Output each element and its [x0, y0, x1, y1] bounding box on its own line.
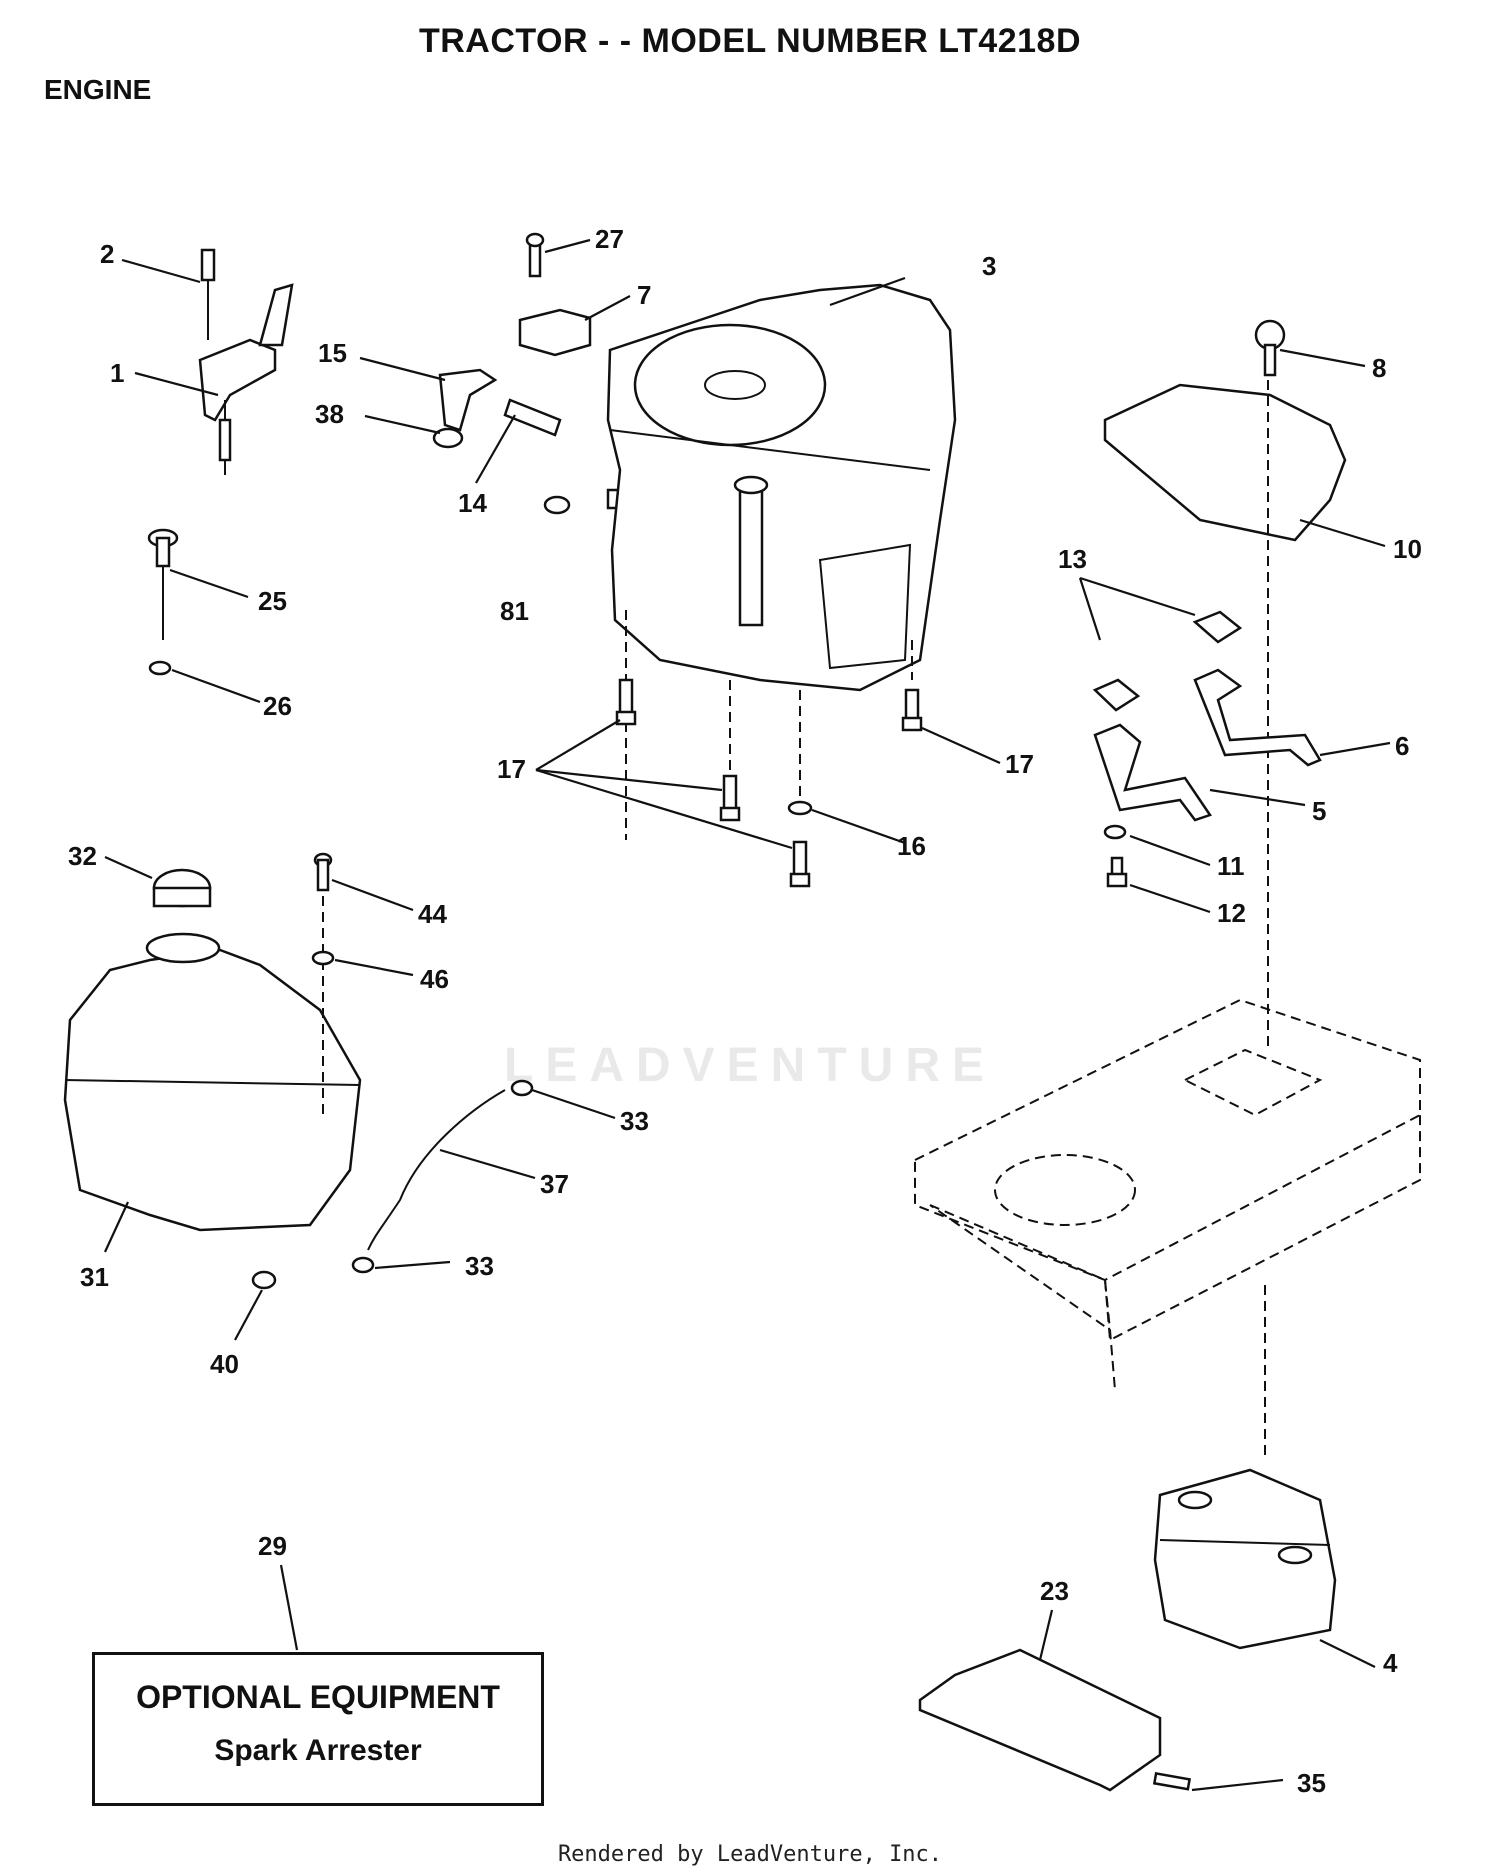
optional-equipment-item: Spark Arrester [214, 1734, 422, 1767]
callout-33-upper: 33 [620, 1106, 649, 1136]
callout-leaders [104, 238, 1391, 1792]
footer-credit: Rendered by LeadVenture, Inc. [557, 1842, 943, 1867]
optional-equipment-box: OPTIONAL EQUIPMENT Spark Arrester [92, 1652, 544, 1806]
muffler-part [1153, 1468, 1337, 1650]
callout-32: 32 [68, 841, 97, 871]
callout-27: 27 [595, 224, 624, 254]
callout-17-left: 17 [497, 754, 526, 784]
callout-17-right: 17 [1005, 749, 1034, 779]
callout-6: 6 [1395, 731, 1409, 761]
callout-2: 2 [100, 239, 114, 269]
callout-3: 3 [982, 251, 996, 281]
page-title: TRACTOR - - MODEL NUMBER LT4218D [418, 22, 1082, 60]
callout-26: 26 [263, 691, 292, 721]
callout-37: 37 [540, 1169, 569, 1199]
callout-14: 14 [458, 488, 487, 518]
fuel-line-part [251, 1079, 534, 1290]
choke-knob-part [147, 528, 179, 676]
callout-44: 44 [418, 899, 447, 929]
watermark: LEADVENTURE [503, 1039, 997, 1092]
callout-15: 15 [318, 338, 347, 368]
callout-labels: 2 1 3 4 5 6 7 8 10 11 12 13 14 15 16 17 … [68, 224, 1422, 1798]
callout-38: 38 [315, 399, 344, 429]
heat-shield-part [1103, 319, 1347, 542]
callout-23: 23 [1040, 1576, 1069, 1606]
callout-46: 46 [420, 964, 449, 994]
exhaust-pipes-part [1092, 610, 1322, 888]
callout-16: 16 [897, 831, 926, 861]
clamp-part [518, 232, 592, 357]
callout-25: 25 [258, 586, 287, 616]
optional-equipment-heading: OPTIONAL EQUIPMENT [136, 1679, 500, 1715]
callout-10: 10 [1393, 534, 1422, 564]
callout-81: 81 [500, 596, 529, 626]
callout-33-lower: 33 [465, 1251, 494, 1281]
muffler-shield-part [918, 1648, 1192, 1792]
callout-35: 35 [1297, 1768, 1326, 1798]
fuel-fittings-part [432, 368, 622, 515]
callout-12: 12 [1217, 898, 1246, 928]
callout-1: 1 [110, 358, 124, 388]
callout-29: 29 [258, 1531, 287, 1561]
section-title: ENGINE [44, 74, 152, 105]
callout-40: 40 [210, 1349, 239, 1379]
callout-4: 4 [1383, 1648, 1398, 1678]
callout-7: 7 [637, 280, 651, 310]
callout-5: 5 [1312, 796, 1326, 826]
callout-8: 8 [1372, 353, 1386, 383]
callout-13: 13 [1058, 544, 1087, 574]
callout-31: 31 [80, 1262, 109, 1292]
callout-11: 11 [1217, 851, 1245, 881]
fuel-tank-part [63, 868, 362, 1232]
chassis-frame-outline [914, 998, 1421, 1391]
engine-part [606, 283, 957, 692]
engine-bolts-part [615, 678, 923, 888]
tank-screw-part [311, 852, 335, 966]
throttle-control-part [198, 248, 294, 475]
